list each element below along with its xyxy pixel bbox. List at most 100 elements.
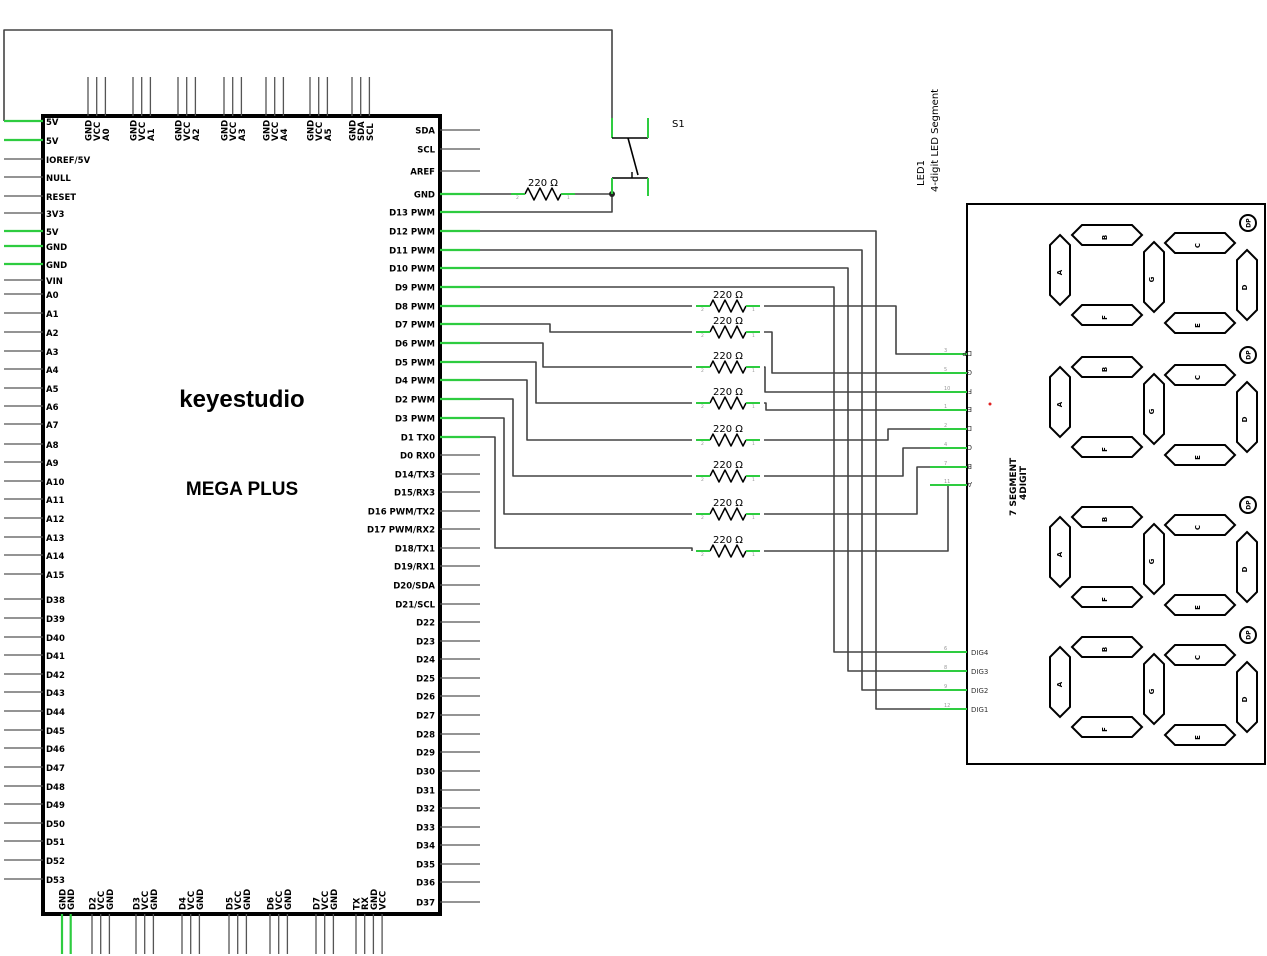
right-pin-label-d27: D27 bbox=[416, 712, 435, 722]
display-subtitle: 4-digit LED Segment bbox=[930, 89, 941, 192]
resistor-gnd-zigzag bbox=[524, 187, 562, 201]
left-pin-label-a0: A0 bbox=[46, 291, 59, 301]
wire-res4-e bbox=[764, 402, 930, 411]
right-pin-label-d5-pwm: D5 PWM bbox=[395, 359, 435, 369]
right-pin-label-d30: D30 bbox=[416, 768, 435, 778]
top-header-label-a4: A4 bbox=[280, 128, 290, 141]
right-pin-label-d25: D25 bbox=[416, 675, 435, 685]
display-digit-label-dig1: DIG1 bbox=[971, 706, 988, 714]
bottom-header-label-vcc: VCC bbox=[187, 891, 197, 910]
segment-d bbox=[1236, 248, 1258, 322]
segment-label-e: E bbox=[1194, 455, 1202, 460]
left-pin-label-d41: D41 bbox=[46, 652, 65, 662]
bottom-header-label-rx: RX bbox=[361, 896, 371, 910]
bottom-header-label-d5: D5 bbox=[226, 897, 236, 910]
segment-b bbox=[1070, 356, 1144, 378]
right-pin-label-gnd: GND bbox=[414, 191, 435, 201]
wire-d4-res bbox=[480, 379, 692, 441]
resistor-seg-3-label: 220 Ω bbox=[713, 351, 743, 362]
top-header-label-vcc: VCC bbox=[183, 122, 193, 141]
left-pin-label-a3: A3 bbox=[46, 348, 59, 358]
bottom-header-label-vcc: VCC bbox=[141, 891, 151, 910]
right-pin-label-d14-tx3: D14/TX3 bbox=[395, 471, 435, 481]
wire-d9-dig4 bbox=[480, 286, 930, 653]
bottom-header-label-gnd: GND bbox=[67, 889, 77, 910]
display-digit-label-dig2: DIG2 bbox=[971, 687, 988, 695]
segment-a bbox=[1049, 645, 1071, 719]
segment-label-a: A bbox=[1056, 269, 1064, 275]
left-pin-label-null: NULL bbox=[46, 174, 71, 184]
wire-res1-dp bbox=[764, 305, 930, 355]
switch-lever bbox=[627, 137, 639, 176]
resistor-seg-2-pin2: 2 bbox=[701, 333, 704, 339]
right-pin-label-d4-pwm: D4 PWM bbox=[395, 377, 435, 387]
segment-e bbox=[1163, 594, 1237, 616]
segment-label-c: C bbox=[1194, 375, 1202, 380]
wire-d5-res bbox=[480, 361, 692, 404]
resistor-seg-6-label: 220 Ω bbox=[713, 460, 743, 471]
segment-d bbox=[1236, 380, 1258, 454]
right-pin-label-d21-scl: D21/SCL bbox=[395, 601, 435, 611]
segment-g bbox=[1143, 652, 1165, 726]
segment-b bbox=[1070, 224, 1144, 246]
left-pin-label-vin: VIN bbox=[46, 277, 63, 287]
right-pin-label-sda: SDA bbox=[415, 127, 435, 137]
right-pin-label-d18-tx1: D18/TX1 bbox=[395, 545, 435, 555]
right-pin-label-d12-pwm: D12 PWM bbox=[389, 228, 435, 238]
segment-g bbox=[1143, 240, 1165, 314]
display-segment-pinnum: 1 bbox=[944, 404, 947, 410]
right-pin-label-d33: D33 bbox=[416, 824, 435, 834]
right-pin-label-d8-pwm: D8 PWM bbox=[395, 303, 435, 313]
wire-d2-res bbox=[480, 398, 692, 477]
right-pin-label-d17-pwm-rx2: D17 PWM/RX2 bbox=[367, 526, 435, 536]
left-pin-label-a2: A2 bbox=[46, 329, 59, 339]
resistor-seg-4-label: 220 Ω bbox=[713, 387, 743, 398]
segment-d bbox=[1236, 660, 1258, 734]
right-pin-label-d16-pwm-tx2: D16 PWM/TX2 bbox=[368, 508, 435, 518]
display-side-label-2: 4DIGIT bbox=[1019, 465, 1029, 500]
segment-label-g: G bbox=[1148, 688, 1156, 694]
segment-f bbox=[1070, 436, 1144, 458]
display-segment-pinnum: 7 bbox=[944, 461, 947, 467]
display-digit-pinnum: 6 bbox=[944, 646, 947, 652]
right-pin-label-d0-rx0: D0 RX0 bbox=[400, 452, 435, 462]
left-pin-label-a4: A4 bbox=[46, 366, 59, 376]
bottom-header-label-gnd: GND bbox=[59, 889, 69, 910]
top-header-label-gnd: GND bbox=[85, 120, 95, 141]
resistor-gnd-label: 220 Ω bbox=[528, 178, 558, 189]
left-pin-label-d42: D42 bbox=[46, 671, 65, 681]
segment-label-b: B bbox=[1101, 367, 1109, 372]
right-pin-label-d22: D22 bbox=[416, 619, 435, 629]
segment-dp bbox=[1239, 626, 1257, 644]
right-pin-label-d3-pwm: D3 PWM bbox=[395, 415, 435, 425]
segment-dp bbox=[1239, 214, 1257, 232]
display-title: LED1 bbox=[916, 160, 927, 186]
right-pin-label-d7-pwm: D7 PWM bbox=[395, 321, 435, 331]
top-header-label-a1: A1 bbox=[147, 128, 157, 141]
right-pin-label-scl: SCL bbox=[417, 146, 435, 156]
left-pin-label-a15: A15 bbox=[46, 571, 64, 581]
segment-label-g: G bbox=[1148, 276, 1156, 282]
left-pin-label-ioref-5v: IOREF/5V bbox=[46, 156, 91, 166]
display-segment-label-dp: DP bbox=[962, 349, 972, 357]
resistor-seg-3-pin1: 1 bbox=[752, 368, 755, 374]
bottom-header-label-d4: D4 bbox=[179, 897, 189, 910]
right-pin-label-d11-pwm: D11 PWM bbox=[389, 247, 435, 257]
wire-d10-dig3 bbox=[480, 267, 930, 672]
left-pin-label-d38: D38 bbox=[46, 596, 65, 606]
top-header-label-vcc: VCC bbox=[138, 122, 148, 141]
left-pin-label-gnd: GND bbox=[46, 261, 67, 271]
bottom-header-label-gnd: GND bbox=[106, 889, 116, 910]
top-header-label-gnd: GND bbox=[307, 120, 317, 141]
segment-label-c: C bbox=[1194, 655, 1202, 660]
resistor-seg-3-pin2: 2 bbox=[701, 368, 704, 374]
left-pin-label-a14: A14 bbox=[46, 552, 64, 562]
left-pin-label-d52: D52 bbox=[46, 857, 65, 867]
left-pin-label-5v: 5V bbox=[46, 137, 59, 147]
bottom-header-label-vcc: VCC bbox=[321, 891, 331, 910]
bottom-header-label-gnd: GND bbox=[150, 889, 160, 910]
segment-b bbox=[1070, 636, 1144, 658]
left-pin-label-d43: D43 bbox=[46, 689, 65, 699]
